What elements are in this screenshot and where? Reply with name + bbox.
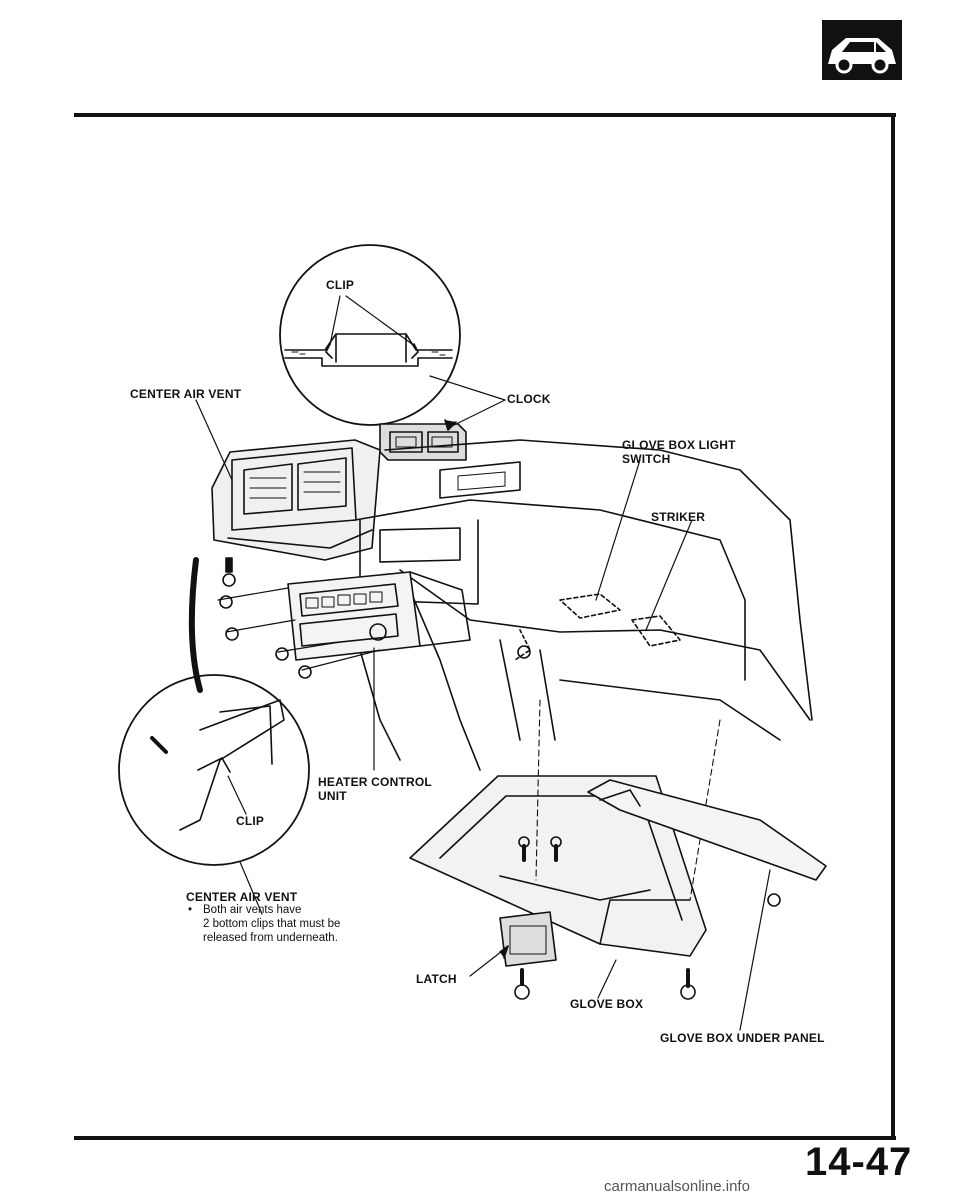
label-glove-box-under-panel: GLOVE BOX UNDER PANEL [660, 1031, 825, 1045]
car-section-icon [822, 20, 902, 80]
note-line2: 2 bottom clips that must be [203, 918, 341, 930]
glove-box-under-panel-part [587, 779, 827, 1031]
label-latch: LATCH [416, 972, 457, 986]
label-center-air-vent-bottom: CENTER AIR VENT [186, 890, 298, 904]
clip-detail-bottom [118, 674, 310, 915]
note-line3: released from underneath. [203, 932, 338, 944]
frame-top-rule [74, 113, 896, 117]
page-number: 14-47 [805, 1140, 913, 1184]
switch-and-striker [514, 459, 693, 661]
label-glove-box-light-switch-line2: SWITCH [622, 452, 671, 466]
label-glove-box-light-switch-line1: GLOVE BOX LIGHT [622, 438, 736, 452]
note-bullet: • [188, 904, 193, 916]
label-heater-control-unit-line1: HEATER CONTROL [318, 775, 432, 789]
frame-bottom-rule [74, 1136, 896, 1140]
dashboard-body [188, 439, 813, 771]
fastener-screws [217, 557, 381, 679]
clip-detail-top [279, 244, 461, 426]
label-striker: STRIKER [651, 510, 706, 524]
label-clip-bottom: CLIP [236, 814, 265, 828]
label-clock: CLOCK [507, 392, 551, 406]
heater-control-unit-part [287, 571, 471, 771]
note-line1: Both air vents have [203, 904, 302, 916]
watermark: carmanualsonline.info [604, 1178, 750, 1195]
latch-part [469, 836, 562, 1000]
label-center-air-vent-top: CENTER AIR VENT [130, 387, 242, 401]
frame-right-rule [891, 113, 895, 1139]
glove-box-part [409, 699, 721, 957]
label-clip-top: CLIP [326, 278, 355, 292]
lower-leaders [597, 959, 696, 1000]
label-glove-box: GLOVE BOX [570, 997, 644, 1011]
clock-part [379, 375, 506, 461]
label-heater-control-unit-line2: UNIT [318, 789, 347, 803]
